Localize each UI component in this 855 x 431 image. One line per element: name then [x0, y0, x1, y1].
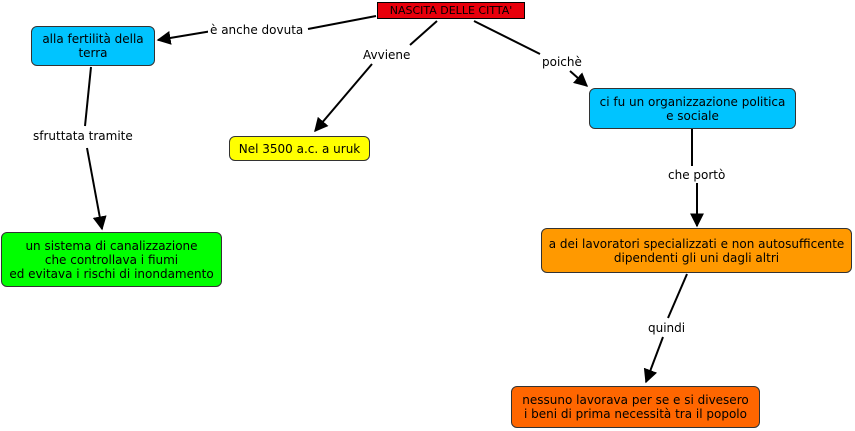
link-root-because: [473, 20, 541, 55]
node-organization[interactable]: ci fu un organizzazione politica e socia…: [589, 88, 796, 129]
link-label-because: poichè: [540, 55, 584, 69]
node-fertility[interactable]: alla fertilità della terra: [31, 26, 155, 66]
node-root[interactable]: NASCITA DELLE CITTA': [377, 2, 525, 19]
node-date[interactable]: Nel 3500 a.c. a uruk: [229, 136, 370, 161]
node-workers[interactable]: a dei lavoratori specializzati e non aut…: [541, 228, 852, 273]
link-root-fertility: [307, 15, 377, 30]
link-because-organization: [569, 70, 589, 87]
link-fertility-exploited: [84, 66, 92, 127]
link-exploited-canals: [86, 147, 107, 231]
link-workers-therefore: [667, 273, 688, 319]
link-due-to-fertility: [156, 30, 213, 45]
link-root-happens: [409, 20, 438, 46]
link-label-led-to: che portò: [666, 168, 728, 182]
link-label-due-to: è anche dovuta: [208, 23, 306, 37]
link-label-exploited: sfruttata tramite: [31, 129, 135, 143]
node-nobody[interactable]: nessuno lavorava per se e si divesero i …: [511, 386, 760, 428]
link-happens-date: [314, 63, 373, 133]
link-label-therefore: quindi: [646, 321, 688, 335]
link-therefore-nobody: [643, 336, 664, 384]
link-label-happens: Avviene: [361, 48, 413, 62]
node-canals[interactable]: un sistema di canalizzazione che control…: [1, 232, 222, 287]
